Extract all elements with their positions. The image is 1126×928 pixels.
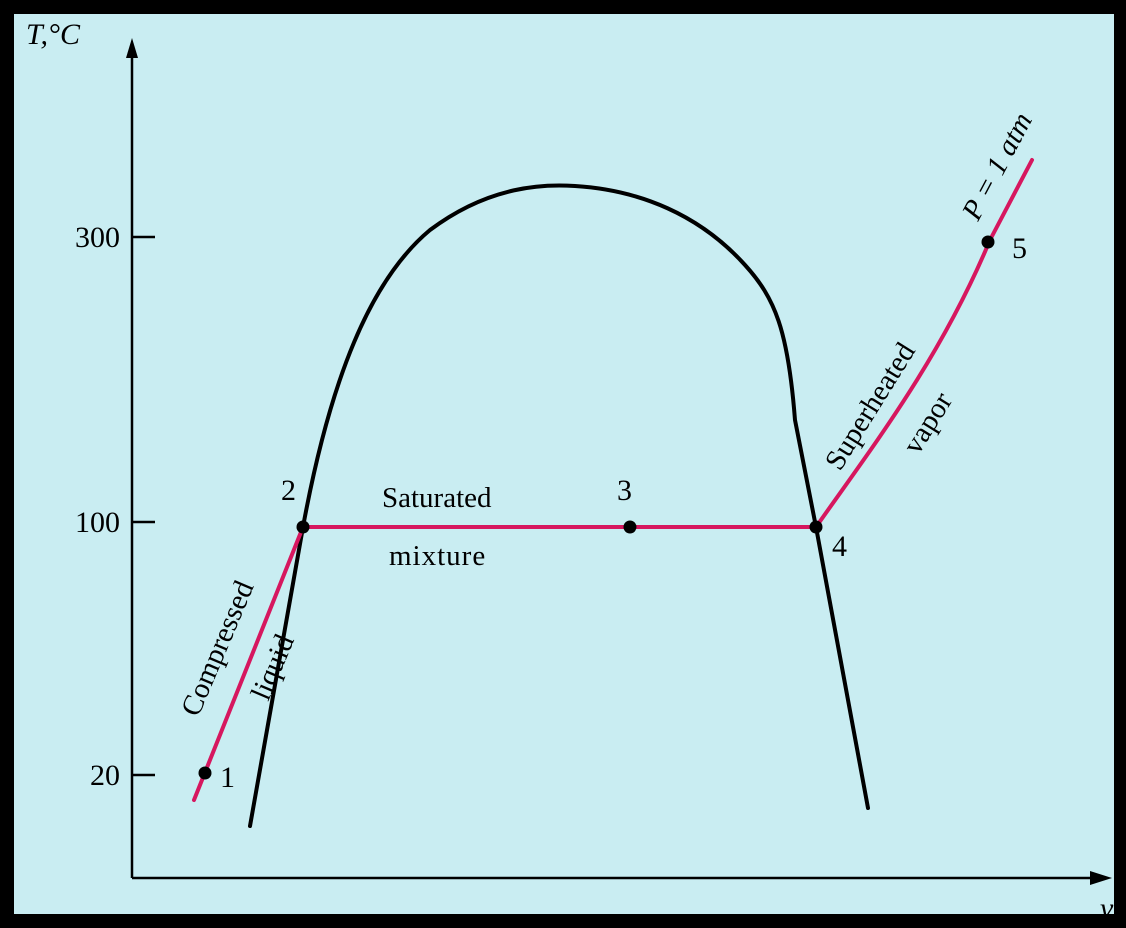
x-axis-title: v bbox=[1100, 892, 1114, 925]
state-label-2: 2 bbox=[281, 474, 296, 507]
saturated-mixture-label-line1: Saturated bbox=[382, 482, 492, 514]
isobar-process-line bbox=[192, 158, 1034, 802]
y-tick-label-100: 100 bbox=[75, 506, 120, 539]
y-axis-title: T,°C bbox=[26, 18, 81, 51]
state-point-4 bbox=[809, 520, 823, 534]
plot-background bbox=[14, 14, 1114, 914]
state-label-4: 4 bbox=[832, 530, 847, 563]
state-label-5: 5 bbox=[1012, 232, 1027, 265]
saturation-dome bbox=[248, 183, 870, 828]
state-label-1: 1 bbox=[220, 761, 235, 794]
state-point-1 bbox=[198, 766, 212, 780]
state-label-3: 3 bbox=[617, 474, 632, 507]
y-tick-label-20: 20 bbox=[90, 759, 120, 792]
state-point-5 bbox=[981, 235, 995, 249]
y-tick-label-300: 300 bbox=[75, 221, 120, 254]
state-point-2 bbox=[296, 520, 310, 534]
saturated-mixture-label-line2: mixture bbox=[389, 540, 486, 572]
state-point-3 bbox=[623, 520, 637, 534]
y-axis-arrow bbox=[126, 38, 138, 58]
x-axis-arrow bbox=[1090, 871, 1112, 885]
